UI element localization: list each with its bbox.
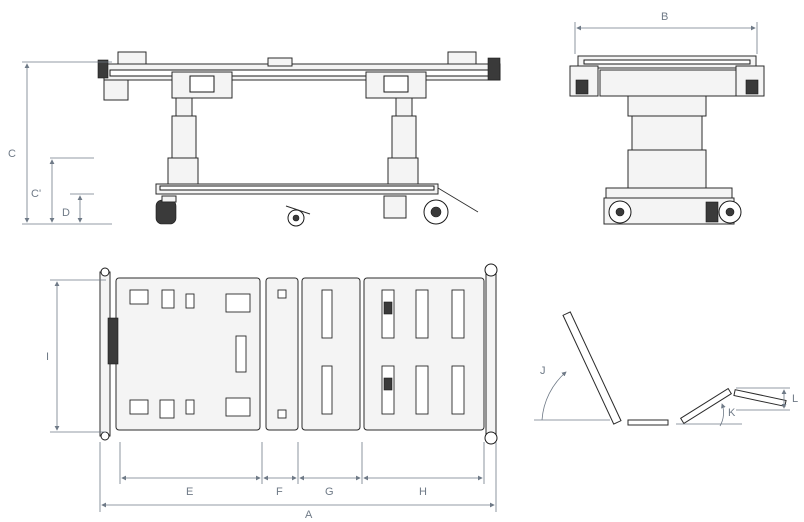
dimension-label-g: G: [325, 486, 334, 498]
dimension-label-d: D: [62, 207, 70, 219]
dimension-label-h: H: [419, 486, 427, 498]
dimension-label-e: E: [186, 486, 193, 498]
angle-label-k: K: [728, 407, 736, 419]
side-view: [97, 51, 501, 227]
dimension-label-c: C: [8, 148, 16, 160]
angle-label-j: J: [540, 365, 546, 377]
dimension-label-f: F: [276, 486, 283, 498]
top-view-dimensions: I E F G H A: [46, 279, 497, 521]
dimension-label-c-prime: C': [31, 188, 41, 200]
articulation-diagrams: J K L: [534, 311, 798, 427]
dimension-label-i: I: [46, 351, 49, 363]
top-view: [99, 263, 498, 445]
front-view: [569, 55, 765, 225]
dimension-label-a: A: [305, 509, 313, 521]
side-view-dimensions: C C' D: [8, 61, 112, 225]
front-view-dimensions: B: [574, 11, 758, 54]
dimension-label-b: B: [661, 11, 668, 23]
height-label-l: L: [792, 393, 798, 405]
